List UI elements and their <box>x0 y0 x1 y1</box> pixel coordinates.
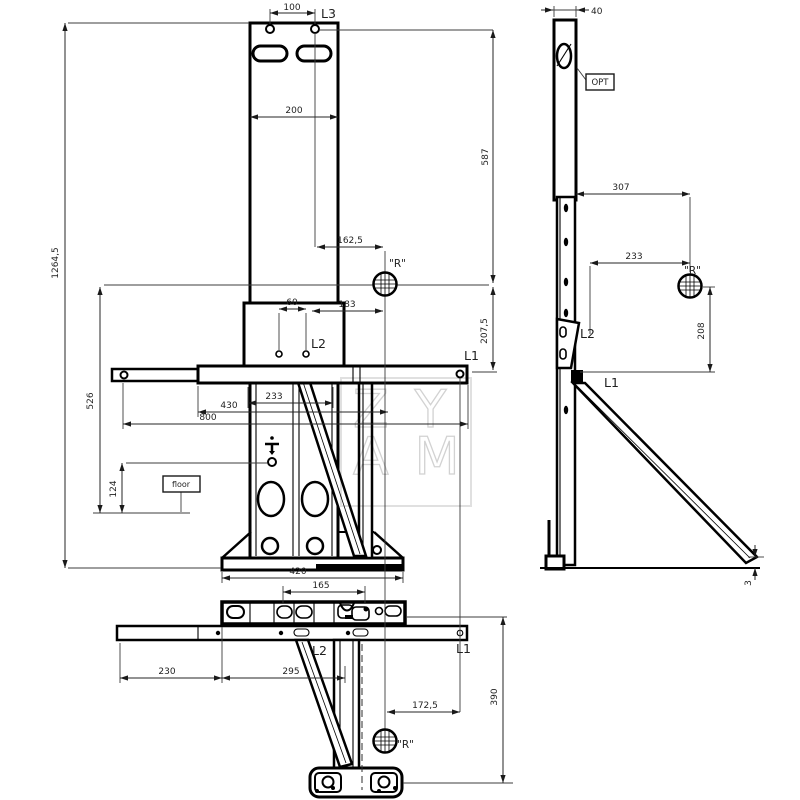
opt-label-box <box>585 73 615 91</box>
top-plate-oval-2 <box>295 605 313 619</box>
label-floor: floor <box>172 480 191 489</box>
datum-target-front <box>372 271 398 297</box>
top-arm-bar <box>115 624 469 642</box>
dim-162-5: 162,5 <box>337 236 363 246</box>
front-arm-right-hole <box>455 369 465 379</box>
top-plate-oval-1 <box>276 605 293 619</box>
dim-233-side: 233 <box>625 252 642 262</box>
side-view <box>540 18 760 571</box>
dim-172-5: 172,5 <box>412 701 438 711</box>
dim-208: 208 <box>697 322 707 339</box>
dim-230: 230 <box>158 667 175 677</box>
top-view <box>115 600 469 799</box>
front-arm-left-hole <box>119 370 129 380</box>
dim-183: 183 <box>338 300 355 310</box>
label-l3: L3 <box>321 6 336 21</box>
dim-200: 200 <box>285 106 302 116</box>
front-l2-plate <box>242 301 346 369</box>
front-round-hole-right <box>305 536 325 556</box>
label-l1-side: L1 <box>604 375 619 390</box>
top-plate-slot-right <box>384 605 402 617</box>
front-round-hole-left <box>260 536 280 556</box>
hanger-icon <box>265 436 279 455</box>
top-plate-hole <box>374 606 384 616</box>
front-upper-column <box>248 21 340 305</box>
label-r-top: "R" <box>397 739 414 751</box>
dim-1264-5: 1264,5 <box>51 247 61 279</box>
dim-587: 587 <box>481 148 491 165</box>
front-top-slot-right <box>295 44 333 63</box>
front-l2-hole-right <box>302 350 310 358</box>
top-plate-slot-left <box>226 605 245 619</box>
side-upper-plate <box>552 18 578 202</box>
label-l2-top: L2 <box>312 643 327 658</box>
dim-420: 420 <box>289 567 306 577</box>
label-l1-front: L1 <box>464 348 479 363</box>
datum-target-top <box>372 728 398 754</box>
label-l2-front: L2 <box>311 336 326 351</box>
top-foot-hole-left <box>321 775 335 789</box>
dim-165: 165 <box>312 581 329 591</box>
watermark-row-1: ZY <box>353 380 472 440</box>
dim-207-5: 207,5 <box>480 318 490 344</box>
front-top-hole-right <box>310 24 320 34</box>
top-foot-hole-right <box>377 775 391 789</box>
floor-label-box <box>162 475 201 493</box>
front-oval-hole-right <box>300 480 330 518</box>
dim-430: 430 <box>220 401 237 411</box>
dimension-lines <box>62 7 758 783</box>
label-l1-top: L1 <box>456 641 471 656</box>
side-arm-section <box>571 370 583 382</box>
front-top-slot-left <box>251 44 289 63</box>
side-slot <box>555 42 573 70</box>
watermark: ZY AM <box>340 377 485 507</box>
front-lower-column <box>248 381 340 560</box>
annotations: 100 L3 200 587 1264,5 162,5 "R" 183 60 L… <box>51 3 754 751</box>
front-foot-hole <box>372 545 382 555</box>
watermark-row-2: AM <box>353 427 485 487</box>
front-oval-hole-left <box>256 480 286 518</box>
label-r-front: "R" <box>389 258 406 270</box>
datum-target-side <box>677 273 703 299</box>
dim-800: 800 <box>199 413 216 423</box>
dim-233-front: 233 <box>265 392 282 402</box>
watermark-box <box>340 377 472 507</box>
dim-526: 526 <box>86 392 96 409</box>
dim-100: 100 <box>283 3 300 13</box>
label-opt: OPT <box>591 78 609 88</box>
dim-60: 60 <box>286 298 298 308</box>
front-small-hole <box>267 457 277 467</box>
label-r-side: "R" <box>684 265 701 277</box>
dim-40: 40 <box>591 7 603 17</box>
dim-390: 390 <box>490 688 500 705</box>
dim-307: 307 <box>612 183 629 193</box>
dim-124: 124 <box>109 480 119 497</box>
dim-3: 3 <box>744 580 754 586</box>
label-l2-side: L2 <box>580 326 595 341</box>
front-l2-hole-left <box>275 350 283 358</box>
dim-295: 295 <box>282 667 299 677</box>
front-top-hole-left <box>265 24 275 34</box>
